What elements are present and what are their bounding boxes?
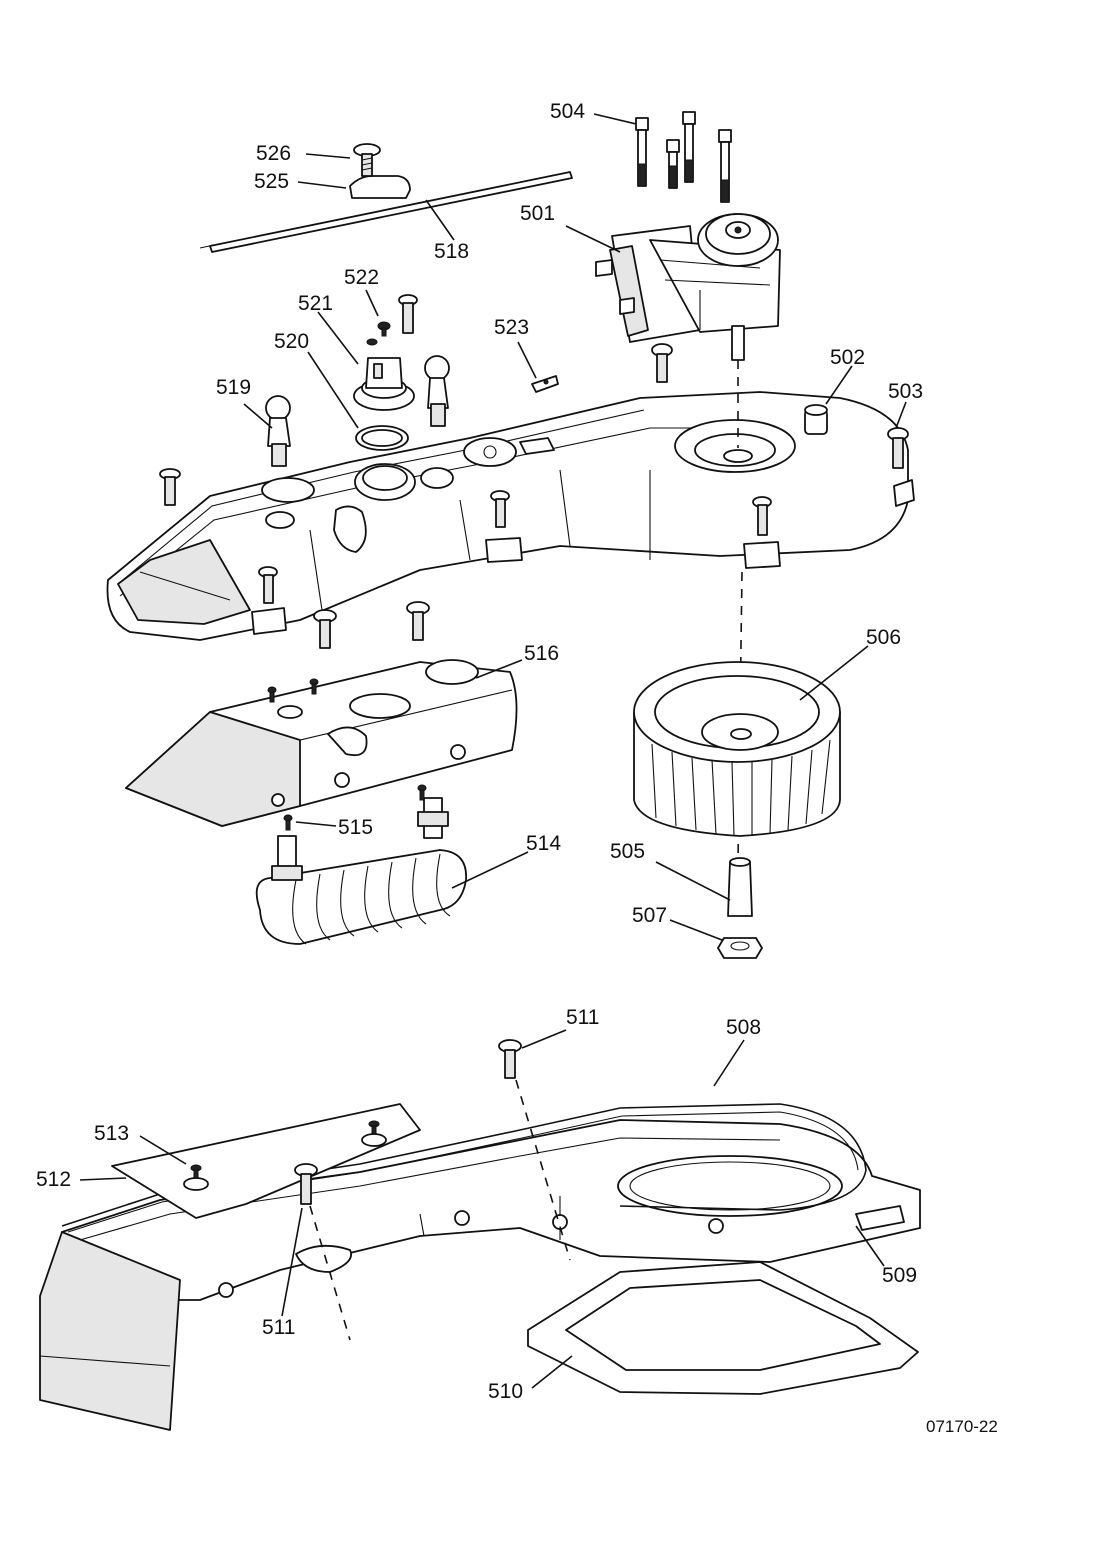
- screw-526: [353, 143, 381, 177]
- screw-near-521: [398, 294, 418, 334]
- motor-501: [595, 213, 781, 361]
- thermostat-521: [353, 338, 415, 411]
- gasket-510: [527, 1261, 919, 1395]
- callout-502: 502: [830, 346, 865, 369]
- callout-512: 512: [36, 1168, 71, 1191]
- callout-503: 503: [888, 380, 923, 403]
- screw-motor-mount: [651, 343, 673, 383]
- leader-lines: [79, 113, 907, 1389]
- blower-housing-502: [106, 391, 915, 641]
- callout-510: 510: [488, 1380, 523, 1403]
- callout-511-top: 511: [566, 1006, 599, 1029]
- callout-515: 515: [338, 816, 373, 839]
- seal-508: [61, 1103, 867, 1233]
- callout-519: 519: [216, 376, 251, 399]
- callout-526: 526: [256, 142, 291, 165]
- callout-521: 521: [298, 292, 333, 315]
- callout-518: 518: [434, 240, 469, 263]
- plate-513: [111, 1103, 421, 1219]
- fuse-holder-right: [424, 355, 450, 427]
- screws-housing: [159, 427, 909, 649]
- callout-522: 522: [344, 266, 379, 289]
- callout-501: 501: [520, 202, 555, 225]
- callout-504: 504: [550, 100, 585, 123]
- callout-513: 513: [94, 1122, 129, 1145]
- callout-523: 523: [494, 316, 529, 339]
- screws-511: [294, 1039, 571, 1341]
- bushing-505: [727, 857, 753, 917]
- callout-525: 525: [254, 170, 289, 193]
- callout-507: 507: [632, 904, 667, 927]
- rod-518: [199, 171, 573, 253]
- drawing-code: 07170-22: [926, 1417, 998, 1436]
- heater-coil-514: [255, 784, 467, 945]
- callout-labels: 504 526 525 518 501 522 521 523 520 502 …: [36, 100, 923, 1403]
- bolts-504: [635, 111, 732, 203]
- heater-cover-516: [125, 659, 518, 827]
- callout-505: 505: [610, 840, 645, 863]
- callout-514: 514: [526, 832, 561, 855]
- clip-523: [531, 375, 559, 393]
- screw-522: [377, 321, 391, 337]
- base-pan-509: [39, 1119, 921, 1431]
- clip-525: [349, 175, 411, 199]
- callout-516: 516: [524, 642, 559, 665]
- callout-520: 520: [274, 330, 309, 353]
- callout-511-bottom: 511: [262, 1316, 295, 1339]
- callout-509: 509: [882, 1264, 917, 1287]
- callout-506: 506: [866, 626, 901, 649]
- fan-wheel-506: [633, 661, 841, 837]
- nut-507: [717, 937, 763, 959]
- gasket-520: [355, 425, 409, 451]
- callout-508: 508: [726, 1016, 761, 1039]
- fuse-holder-519: [265, 395, 291, 467]
